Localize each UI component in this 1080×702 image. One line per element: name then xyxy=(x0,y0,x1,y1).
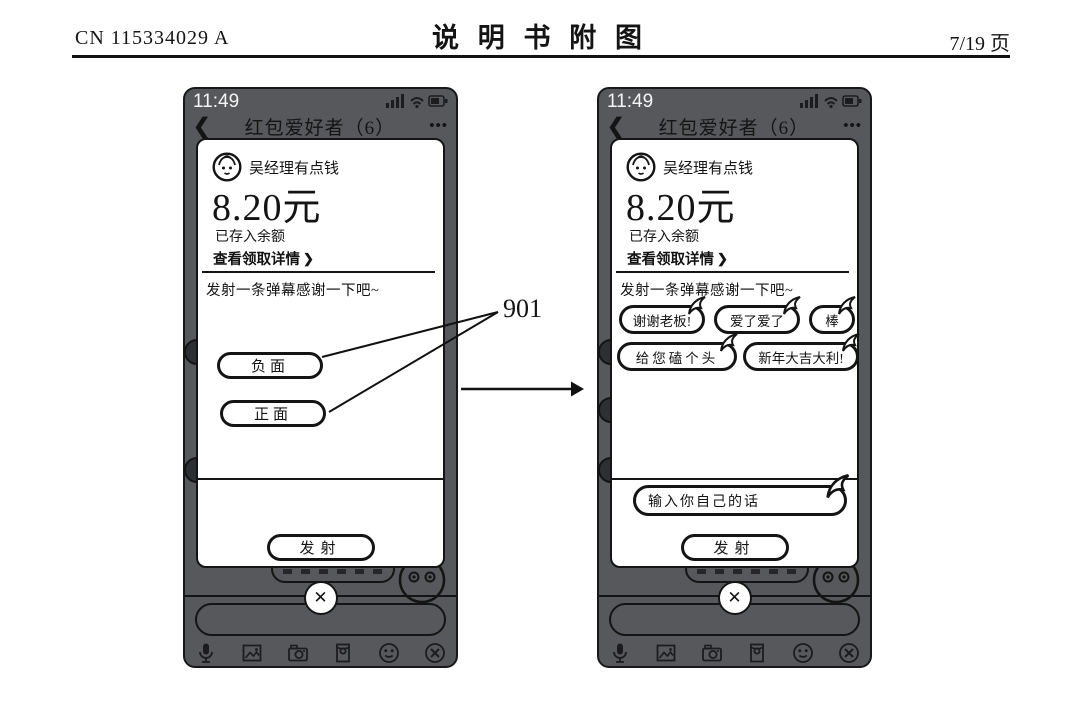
gallery-icon[interactable] xyxy=(654,641,678,665)
reference-number: 901 xyxy=(503,294,542,323)
signal-icon xyxy=(386,94,404,108)
red-packet-card: 吴经理有点钱 8.20元 已存入余额 查看领取详情 ❯ 发射一条弹幕感谢一下吧~… xyxy=(610,138,860,568)
danmaku-prompt: 发射一条弹幕感谢一下吧~ xyxy=(206,283,380,299)
mic-icon[interactable] xyxy=(194,641,218,665)
bubble-tail xyxy=(783,296,801,315)
avatar xyxy=(212,152,242,182)
document-number: CN 115334029 A xyxy=(75,27,230,49)
bubble-tail xyxy=(838,296,856,315)
transition-arrow xyxy=(461,381,584,397)
red-packet-icon[interactable] xyxy=(331,641,355,665)
more-icon[interactable]: ••• xyxy=(429,117,448,134)
chat-title: 红包爱好者（6） xyxy=(244,117,396,139)
amount: 8.20元 xyxy=(212,187,322,229)
sender-name: 吴经理有点钱 xyxy=(663,160,754,177)
chat-toolbar xyxy=(608,640,861,665)
chat-title: 红包爱好者（6） xyxy=(658,117,810,139)
emoji-icon[interactable] xyxy=(791,641,815,665)
signal-icon xyxy=(800,94,818,108)
avatar xyxy=(626,152,656,182)
more-icon[interactable]: ••• xyxy=(843,117,862,134)
launch-button[interactable]: 发射 xyxy=(680,534,789,561)
status-bar: 11:49 xyxy=(607,90,862,113)
emoji-icon[interactable] xyxy=(377,641,401,665)
back-icon[interactable]: ❮ xyxy=(607,113,625,138)
details-link[interactable]: 查看领取详情 ❯ xyxy=(213,248,314,269)
camera-icon[interactable] xyxy=(700,641,724,665)
custom-text-input[interactable]: 输入你自己的话 xyxy=(633,474,850,516)
chat-nav-bar: ❮ 红包爱好者（6） ••• xyxy=(193,112,448,140)
quick-reply-button[interactable]: 给您磕个头 xyxy=(617,333,738,371)
details-link-label: 查看领取详情 xyxy=(213,252,300,268)
chat-toolbar xyxy=(194,640,447,665)
quick-reply-label: 给您磕个头 xyxy=(635,350,719,366)
launch-button[interactable]: 发射 xyxy=(266,534,375,561)
sender-row: 吴经理有点钱 xyxy=(212,152,339,182)
bubble-tail xyxy=(688,296,706,315)
phone-screen-before: 11:49 ❮ 红包爱好者（6） ••• xyxy=(183,87,458,668)
deposit-note: 已存入余额 xyxy=(629,230,699,245)
quick-reply-label: 棒 xyxy=(825,313,839,329)
quick-reply-label: 爱了爱了 xyxy=(730,313,784,329)
chevron-right-icon: ❯ xyxy=(717,250,728,266)
bubble-tail xyxy=(826,474,850,499)
wifi-icon xyxy=(824,97,838,105)
bubble-tail xyxy=(720,333,738,352)
red-packet-card: 吴经理有点钱 8.20元 已存入余额 查看领取详情 ❯ 发射一条弹幕感谢一下吧~… xyxy=(196,138,445,568)
sender-name: 吴经理有点钱 xyxy=(249,160,340,177)
quick-reply-button[interactable]: 新年大吉大利! xyxy=(743,333,860,371)
chat-nav-bar: ❮ 红包爱好者（6） ••• xyxy=(607,112,862,140)
close-overlay-button[interactable]: ✕ xyxy=(717,581,752,615)
input-placeholder: 输入你自己的话 xyxy=(648,494,760,510)
details-link[interactable]: 查看领取详情 ❯ xyxy=(627,248,728,269)
card-separator xyxy=(198,478,443,480)
phone-screen-after: 11:49 ❮ 红包爱好者（6） ••• xyxy=(597,87,872,668)
details-link-label: 查看领取详情 xyxy=(627,252,714,268)
mic-icon[interactable] xyxy=(608,641,632,665)
quick-reply-button[interactable]: 爱了爱了 xyxy=(714,296,801,334)
sender-row: 吴经理有点钱 xyxy=(626,152,753,182)
danmaku-prompt: 发射一条弹幕感谢一下吧~ xyxy=(620,283,794,299)
gallery-icon[interactable] xyxy=(240,641,264,665)
close-keyboard-icon[interactable] xyxy=(423,641,447,665)
page-indicator: 7/19 页 xyxy=(949,33,1010,55)
bubble-tail xyxy=(842,333,860,352)
header-rule xyxy=(72,55,1010,58)
option-negative-button[interactable]: 负面 xyxy=(217,352,323,379)
close-keyboard-icon[interactable] xyxy=(837,641,861,665)
red-packet-icon[interactable] xyxy=(745,641,769,665)
quick-reply-button[interactable]: 谢谢老板! xyxy=(619,296,706,334)
quick-reply-label: 谢谢老板! xyxy=(632,313,692,329)
wifi-icon xyxy=(410,97,424,105)
amount: 8.20元 xyxy=(626,187,736,229)
option-positive-button[interactable]: 正面 xyxy=(220,400,326,427)
close-overlay-button[interactable]: ✕ xyxy=(303,581,338,615)
clock: 11:49 xyxy=(193,90,240,112)
page-title: 说 明 书 附 图 xyxy=(432,23,648,53)
camera-icon[interactable] xyxy=(286,641,310,665)
battery-icon xyxy=(428,95,448,107)
status-icons xyxy=(800,94,862,109)
chevron-right-icon: ❯ xyxy=(303,250,314,266)
quick-reply-label: 新年大吉大利! xyxy=(758,350,844,366)
clock: 11:49 xyxy=(607,90,654,112)
status-bar: 11:49 xyxy=(193,90,448,113)
back-icon[interactable]: ❮ xyxy=(193,113,211,138)
card-divider xyxy=(616,271,849,273)
deposit-note: 已存入余额 xyxy=(215,230,285,245)
status-icons xyxy=(386,94,448,109)
battery-icon xyxy=(842,95,862,107)
card-separator xyxy=(612,478,857,480)
card-divider xyxy=(202,271,435,273)
quick-reply-button[interactable]: 棒 xyxy=(809,296,856,334)
